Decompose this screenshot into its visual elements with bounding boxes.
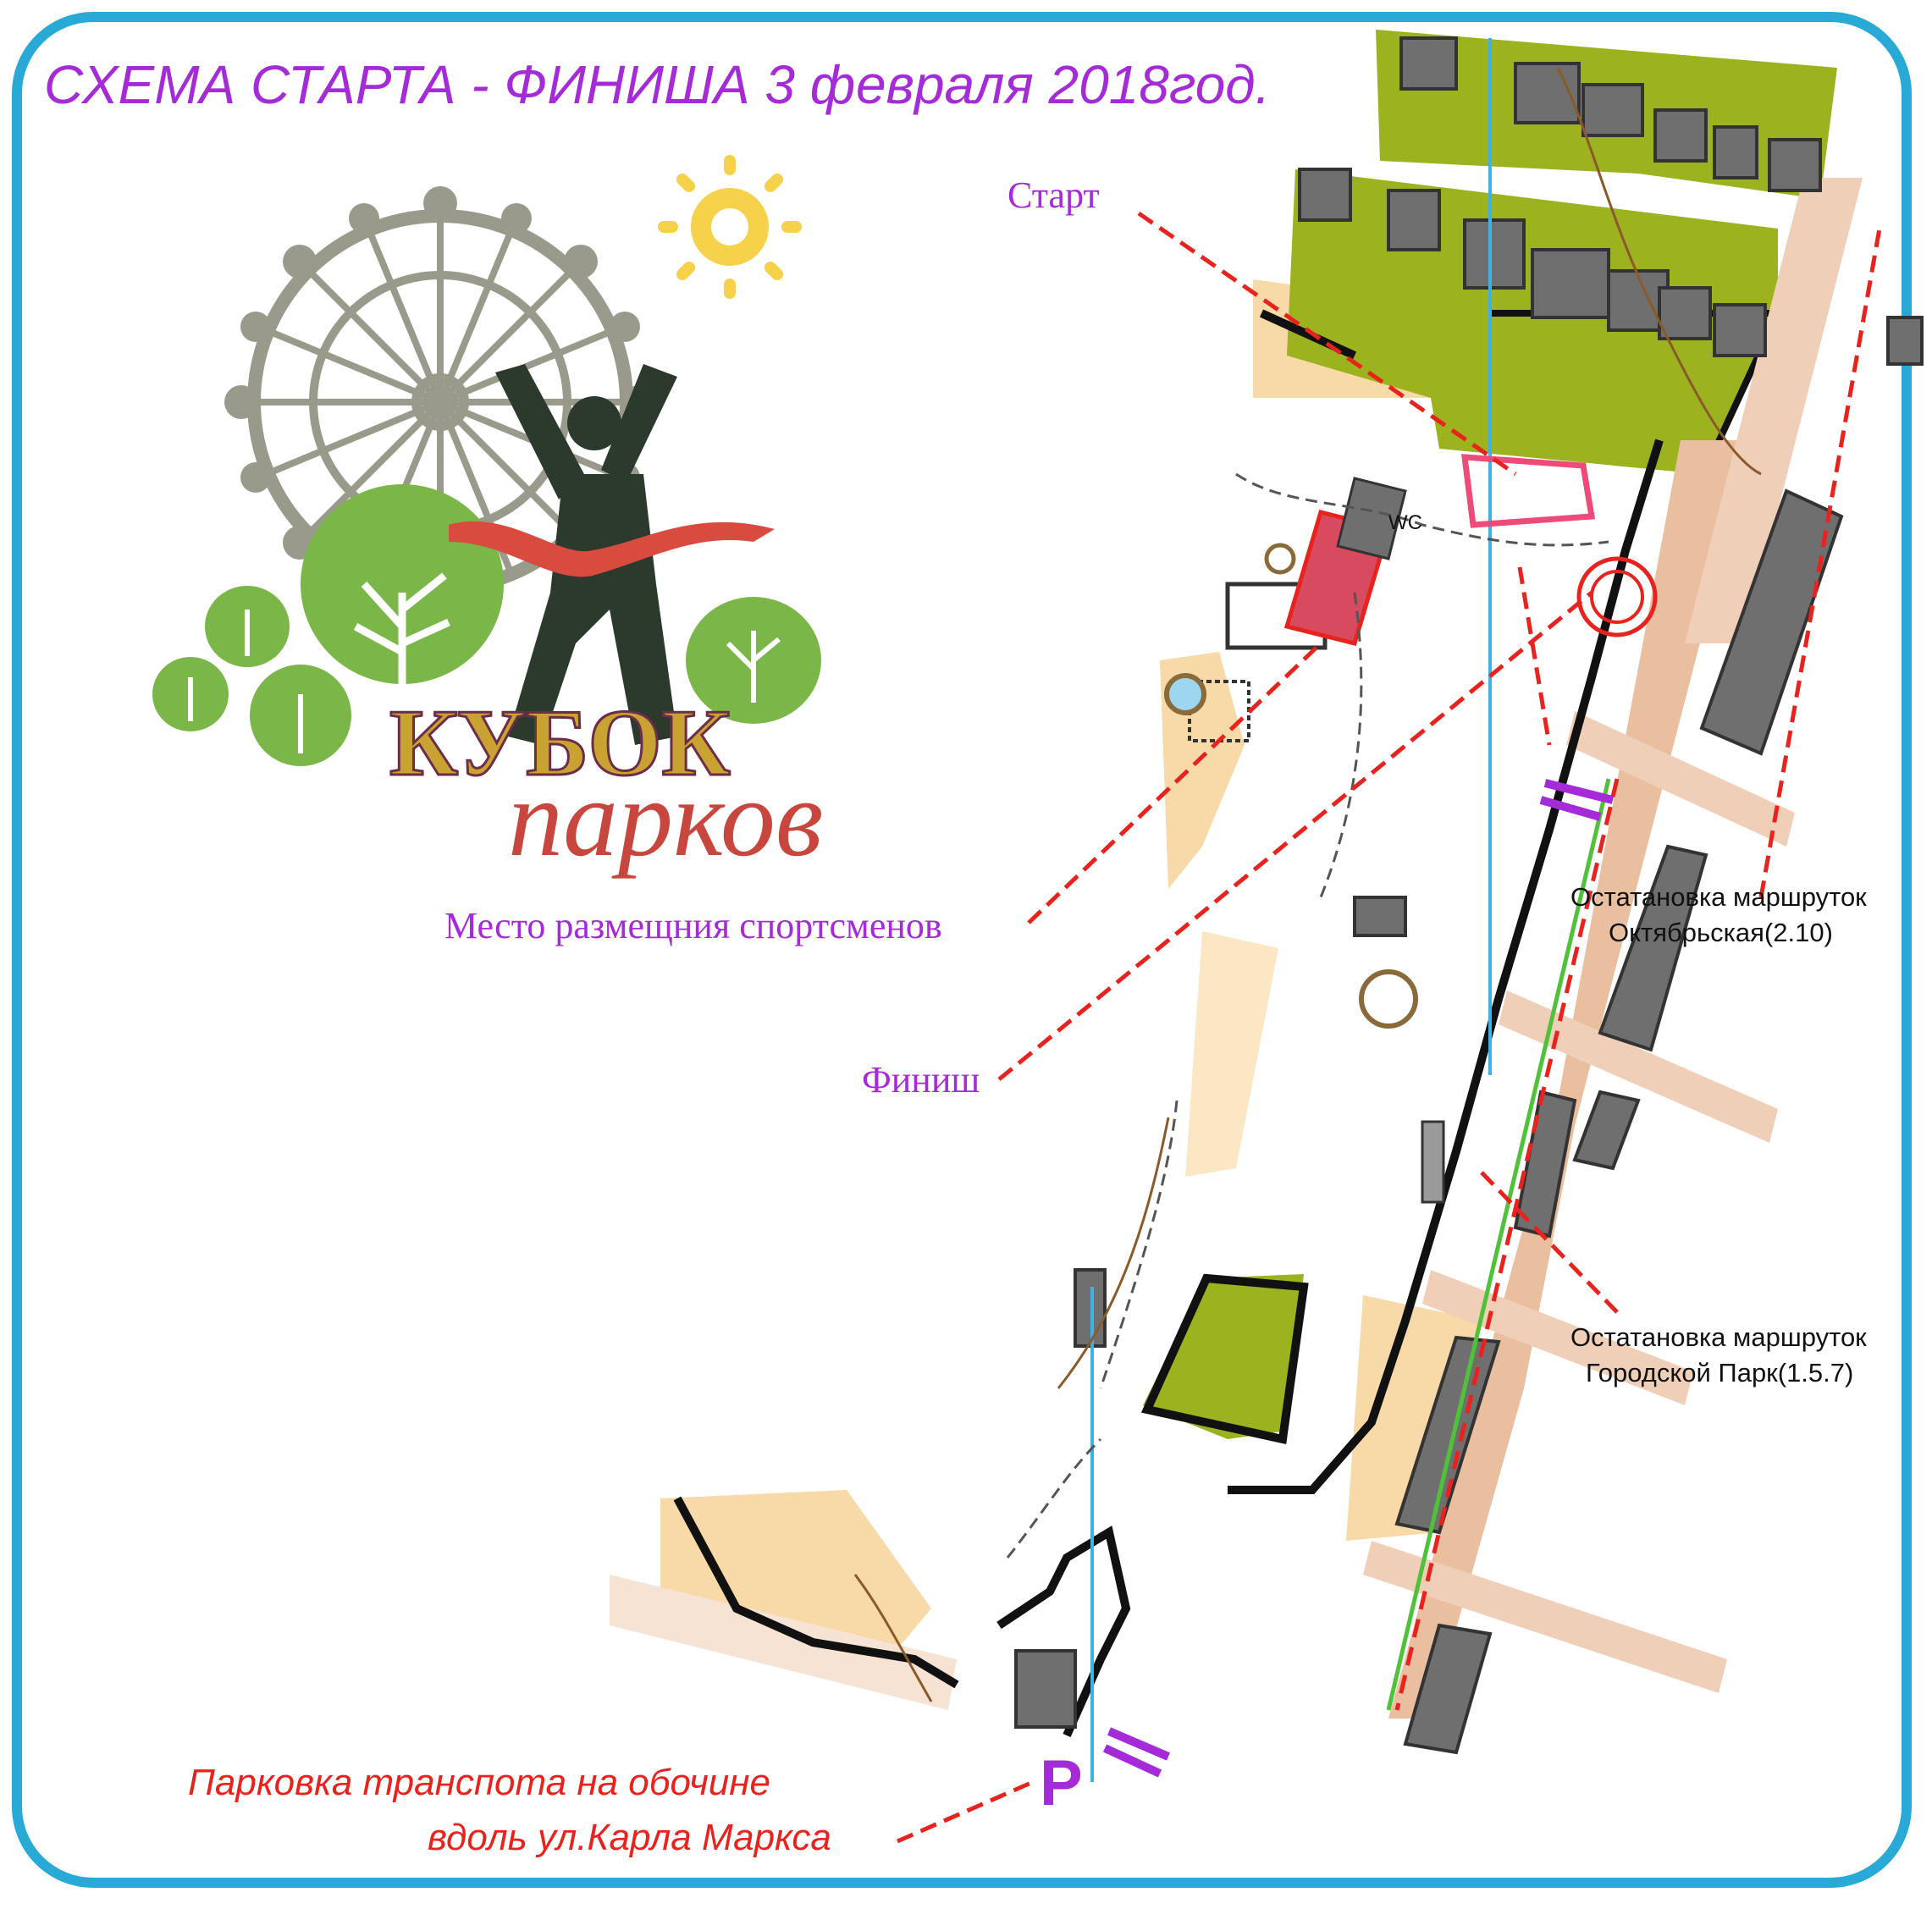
rounded-frame <box>12 12 1912 1888</box>
vegetation-block <box>1143 1274 1304 1439</box>
stop-oktyabrskaya-line1: Остатановка маршруток <box>1570 882 1867 912</box>
stop-oktyabrskaya-line2: Октябрьская(2.10) <box>1609 918 1833 947</box>
start-triangle-marker <box>1460 454 1596 528</box>
kubok-parkov-logo: КУБОК парков <box>152 155 823 880</box>
side-road <box>1685 178 1863 643</box>
stop-gorodskoy-line2: Городской Парк(1.5.7) <box>1586 1358 1853 1388</box>
open-land <box>1185 931 1278 1177</box>
finish-pointer <box>997 591 1593 1081</box>
parking-pointer <box>896 1779 1035 1844</box>
crossing-marks <box>1102 779 1615 1778</box>
pointer-lines <box>896 211 1882 1844</box>
athletes-pointer <box>1027 642 1322 924</box>
stop-gorodskoy-pointer <box>1480 1171 1619 1314</box>
start-pointer <box>1137 211 1517 477</box>
runner-icon <box>449 364 775 745</box>
map-title: СХЕМА СТАРТА - ФИНИША 3 февраля 2018год. <box>44 54 1270 115</box>
finish-label: Финиш <box>862 1059 980 1101</box>
parking-label-line2: вдоль ул.Карла Маркса <box>428 1817 831 1858</box>
sun-icon <box>658 155 802 299</box>
orienteering-map: WC P <box>610 30 1924 1819</box>
stop-gorodskoy-line1: Остатановка маршруток <box>1570 1322 1867 1352</box>
wc-label: WC <box>1388 511 1422 534</box>
tree-icon <box>152 484 821 766</box>
stop-oktyabrskaya-pointer <box>1758 228 1882 898</box>
athletes-area-label: Место размещния спортсменов <box>444 905 942 946</box>
start-label: Старт <box>1007 174 1100 216</box>
buildings <box>1014 36 1924 1755</box>
parking-symbol: P <box>1040 1747 1083 1819</box>
parking-label-line1: Парковка транспота на обочине <box>188 1762 770 1803</box>
logo-word-parkov: парков <box>508 758 823 880</box>
finish-circle-marker <box>1576 556 1658 637</box>
logo-word-kubok: КУБОК <box>389 691 731 796</box>
